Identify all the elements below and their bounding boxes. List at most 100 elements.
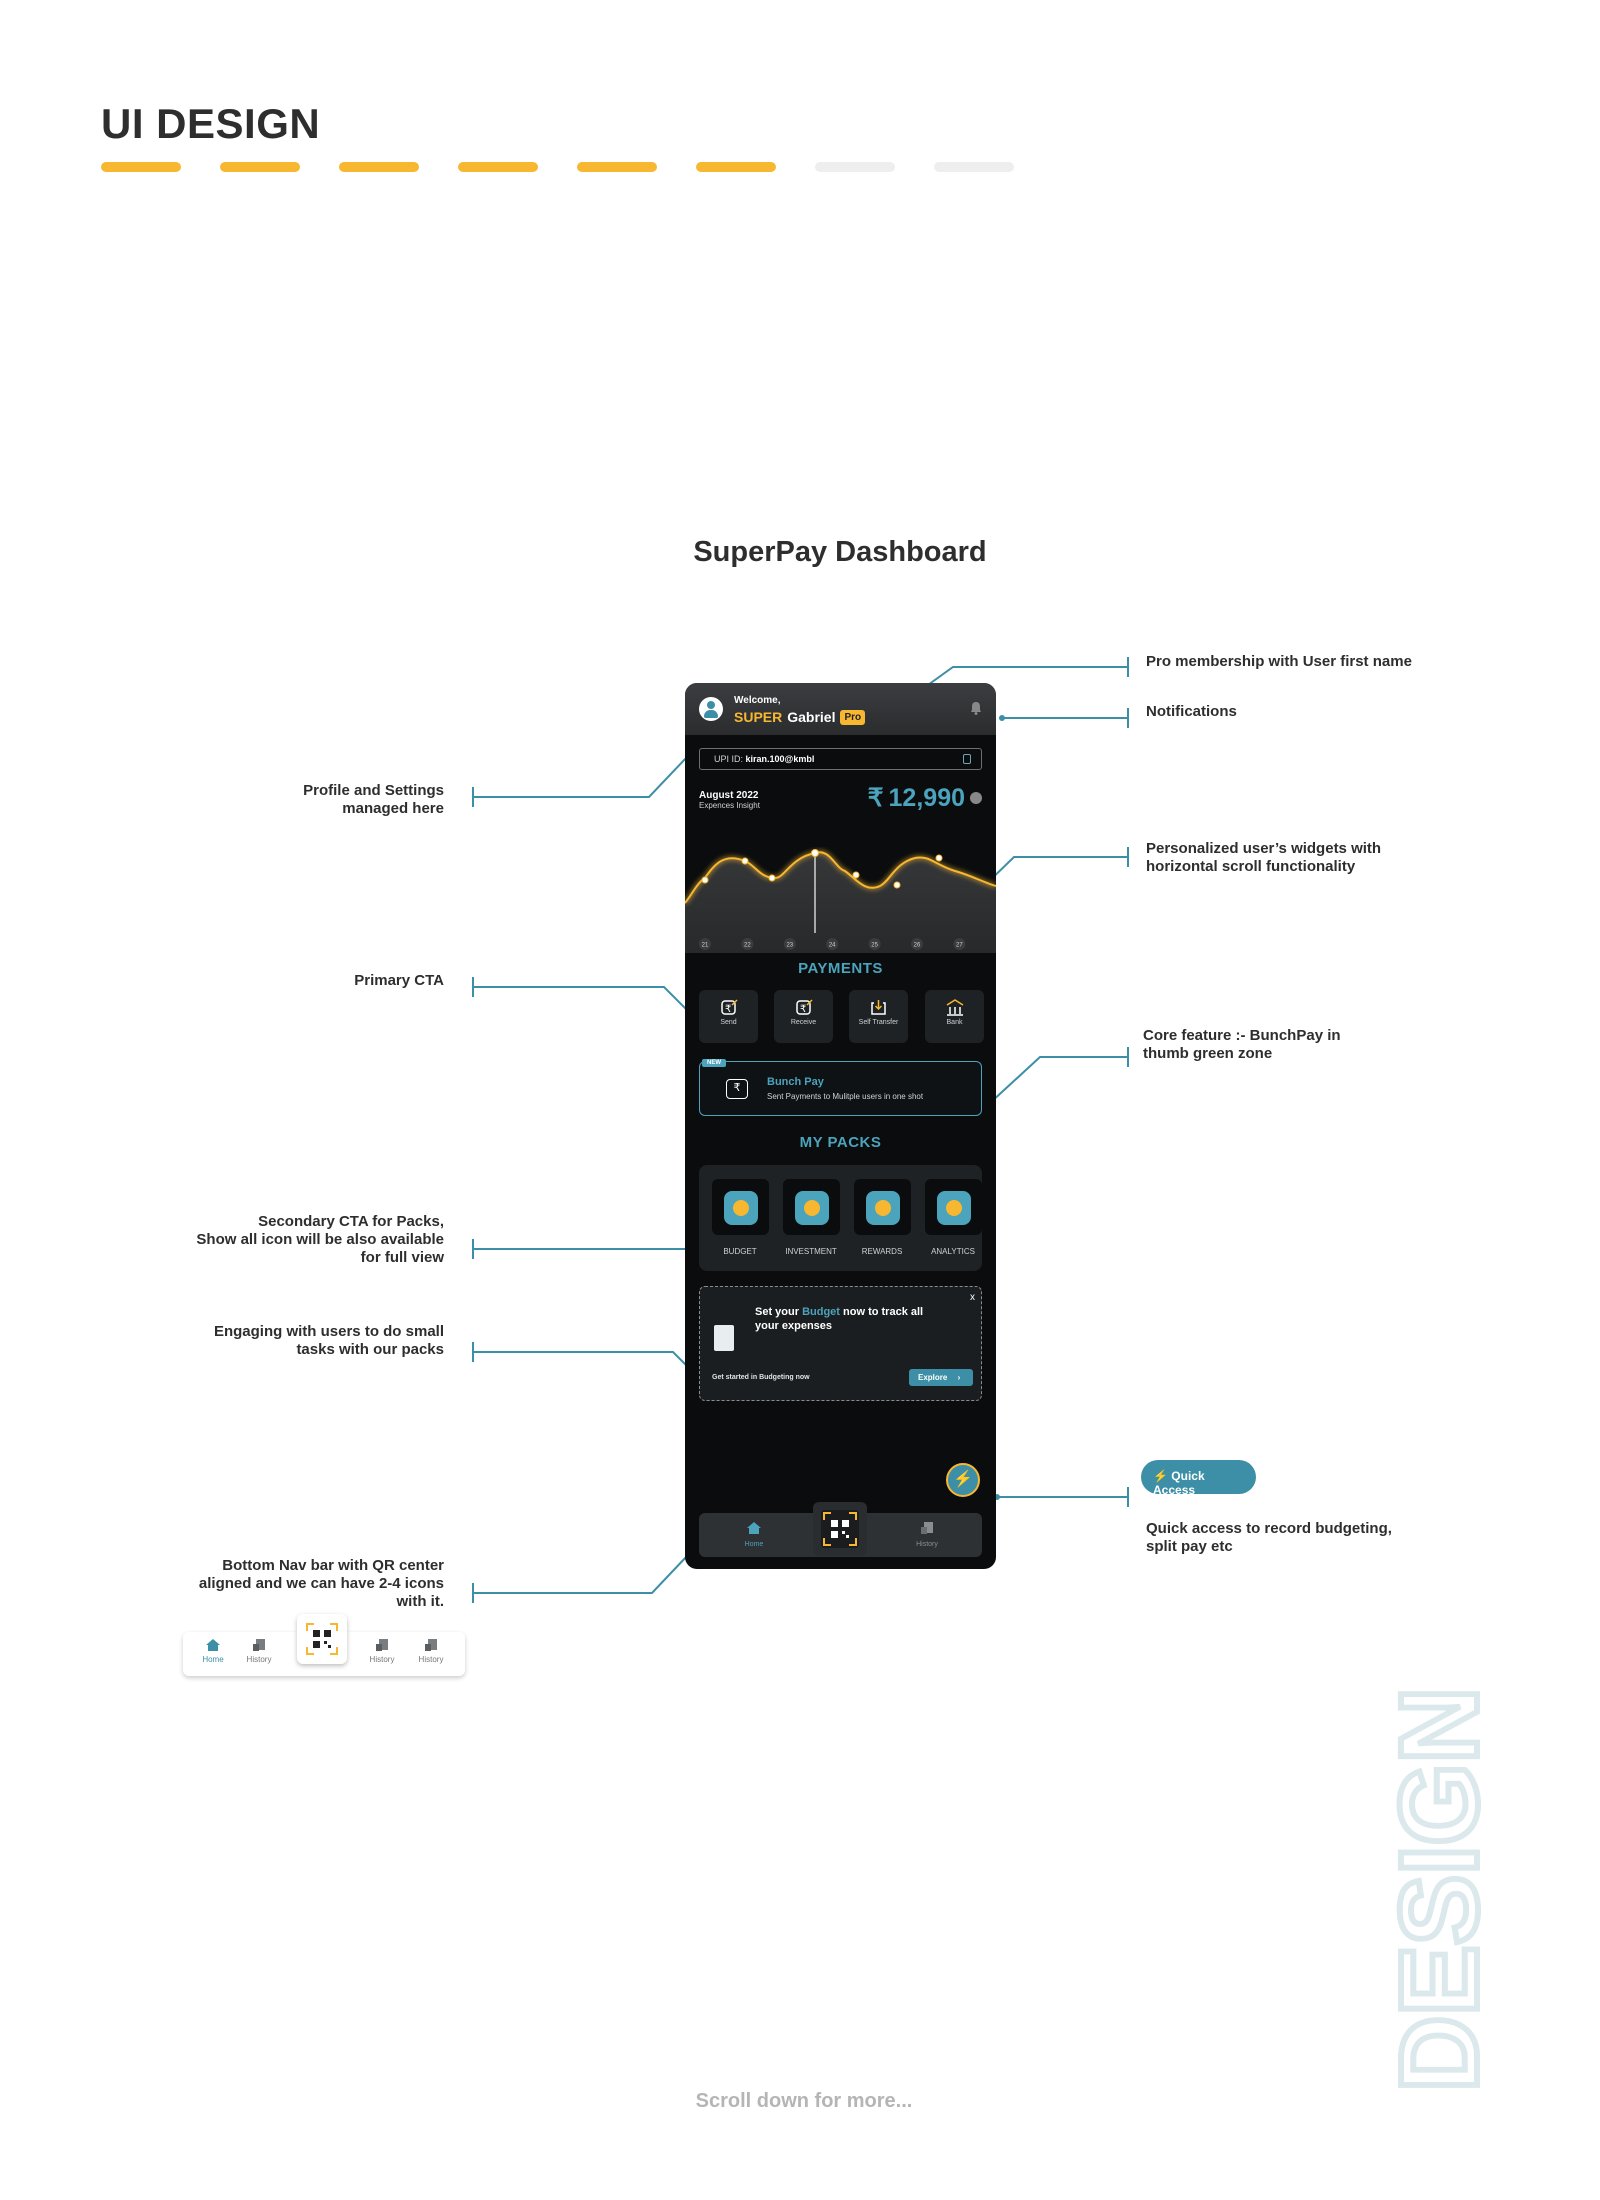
explore-label: Explore <box>918 1373 948 1382</box>
receive-label: Receive <box>790 1019 817 1026</box>
expense-amount: ₹ 12,990 <box>868 783 982 813</box>
bunch-pay-title: Bunch Pay <box>767 1076 824 1088</box>
nav-history[interactable]: History <box>872 1513 982 1557</box>
packs-carousel[interactable]: BUDGET INVESTMENT REWARDS ANALYTICS <box>699 1165 982 1271</box>
currency-symbol: ₹ <box>867 784 884 812</box>
mini-nav-history-label: History <box>418 1655 444 1664</box>
pack-rewards[interactable]: REWARDS <box>853 1179 911 1256</box>
mini-qr-button[interactable] <box>297 1614 347 1664</box>
quick-access-pill[interactable]: ⚡ Quick Access <box>1141 1460 1256 1497</box>
progress-indicator <box>101 162 1014 172</box>
mini-nav-home-label: Home <box>202 1655 224 1664</box>
mini-nav-history[interactable]: History <box>411 1638 451 1664</box>
eye-icon[interactable] <box>970 792 982 804</box>
lightning-icon: ⚡ <box>1153 1469 1168 1483</box>
design-watermark: DESIGN <box>1395 1685 1490 2095</box>
payments-heading: PAYMENTS <box>798 960 883 977</box>
bank-label: Bank <box>946 1019 963 1026</box>
section-title: SuperPay Dashboard <box>693 536 987 568</box>
self-transfer-button[interactable]: Self Transfer <box>849 990 908 1043</box>
annotation-packs: Secondary CTA for Packs,Show all icon wi… <box>196 1213 444 1266</box>
day-label: 26 <box>914 943 921 949</box>
annotation-pro-membership: Pro membership with User first name <box>1146 653 1412 670</box>
app-header: Welcome, SUPER Gabriel Pro <box>685 683 996 735</box>
nav-home-label: Home <box>744 1541 764 1548</box>
expense-insight-label: Expences Insight <box>699 801 760 810</box>
rupee-icon: ₹ <box>726 1079 748 1099</box>
mini-nav-history-label: History <box>369 1655 395 1664</box>
mini-nav-history[interactable]: History <box>362 1638 402 1664</box>
progress-segment <box>458 162 538 172</box>
send-label: Send <box>720 1019 737 1026</box>
first-name: Gabriel <box>787 709 836 725</box>
history-icon <box>921 1522 933 1534</box>
day-marker <box>826 938 839 950</box>
nav-home[interactable]: Home <box>699 1513 809 1557</box>
bank-button[interactable]: Bank <box>925 990 984 1043</box>
annotation-notifications: Notifications <box>1146 703 1237 720</box>
home-icon <box>206 1639 220 1651</box>
day-label: 23 <box>786 943 793 949</box>
explore-button[interactable]: Explore › <box>909 1369 973 1386</box>
upi-id-field[interactable]: UPI ID: kiran.100@kmbl <box>699 748 982 770</box>
welcome-label: Welcome, <box>734 695 781 706</box>
document-icon <box>714 1325 734 1351</box>
progress-segment <box>220 162 300 172</box>
day-label: 22 <box>744 943 751 949</box>
quick-access-label: Quick Access <box>1153 1469 1205 1497</box>
pack-analytics[interactable]: ANALYTICS <box>924 1179 982 1256</box>
bunch-pay-card[interactable]: NEW ₹ Bunch Pay Sent Payments to Mulitpl… <box>699 1059 982 1116</box>
receive-button[interactable]: ₹ Receive <box>774 990 833 1043</box>
chevron-right-icon: › <box>957 1373 961 1382</box>
task-message: Set your Budget now to track all your ex… <box>755 1305 945 1333</box>
budget-task-card: x Set your Budget now to track all your … <box>699 1286 982 1401</box>
avatar[interactable] <box>699 697 723 721</box>
svg-text:₹: ₹ <box>725 1004 731 1015</box>
investment-icon <box>794 1191 829 1225</box>
day-marker <box>911 938 923 950</box>
notification-bell-icon[interactable] <box>970 701 982 715</box>
receive-icon: ₹ <box>795 999 813 1015</box>
upi-value: kiran.100@kmbl <box>745 754 815 764</box>
send-button[interactable]: ₹ Send <box>699 990 758 1043</box>
analytics-icon <box>936 1191 971 1225</box>
copy-icon[interactable] <box>963 754 971 764</box>
mini-nav-history-label: History <box>246 1655 272 1664</box>
mini-nav-home[interactable]: Home <box>193 1638 233 1664</box>
qr-scan-button[interactable] <box>813 1502 867 1556</box>
progress-segment <box>339 162 419 172</box>
phone-mockup: Welcome, SUPER Gabriel Pro UPI ID: kiran… <box>685 683 996 1569</box>
quick-access-button[interactable]: ⚡ <box>946 1463 980 1497</box>
pack-investment[interactable]: INVESTMENT <box>782 1179 840 1256</box>
bank-icon <box>946 999 963 1016</box>
pack-label: REWARDS <box>861 1247 903 1256</box>
my-packs-heading: MY PACKS <box>799 1134 882 1151</box>
pack-budget[interactable]: BUDGET <box>711 1179 769 1256</box>
history-icon <box>376 1639 388 1651</box>
task-text-pre: Set your <box>755 1306 800 1318</box>
history-icon <box>425 1639 437 1651</box>
day-label: 27 <box>956 943 963 949</box>
self-transfer-icon <box>870 1000 886 1015</box>
svg-text:DESIGN: DESIGN <box>1395 1687 1490 2092</box>
new-badge: NEW <box>702 1059 726 1067</box>
task-text-highlight: Budget <box>802 1306 840 1318</box>
page-title: UI DESIGN <box>101 100 321 147</box>
qr-icon <box>306 1623 338 1655</box>
qr-icon <box>823 1512 857 1546</box>
upi-label: UPI ID: <box>714 754 744 764</box>
close-icon[interactable]: x <box>970 1292 975 1303</box>
progress-segment <box>815 162 895 172</box>
mini-nav-history[interactable]: History <box>239 1638 279 1664</box>
super-label: SUPER <box>734 709 783 725</box>
self-transfer-label: Self Transfer <box>858 1019 899 1026</box>
send-icon: ₹ <box>720 999 738 1015</box>
history-icon <box>253 1639 265 1651</box>
scroll-down-note: Scroll down for more... <box>695 2090 913 2112</box>
